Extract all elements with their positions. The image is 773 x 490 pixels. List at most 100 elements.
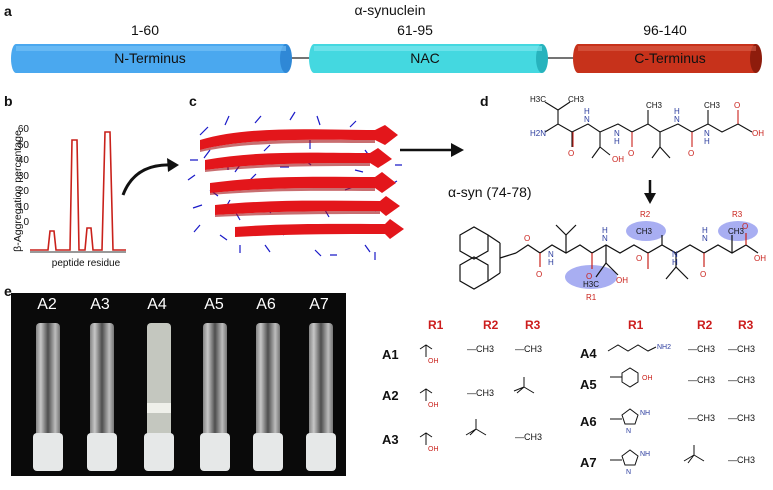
row-label-a4: A4 (580, 346, 597, 361)
ch3-label: —CH3 (728, 344, 755, 354)
svg-text:CH3: CH3 (646, 101, 663, 110)
n-label: N (626, 469, 631, 476)
svg-text:CH3: CH3 (728, 227, 745, 236)
ch3-label: —CH3 (467, 344, 494, 354)
svg-text:H: H (602, 226, 608, 235)
left-r-groups: OH OH OH —CH3 —CH3 —CH3 —CH3 (419, 344, 542, 453)
c-terminus-segment (573, 44, 762, 73)
ch3-label: —CH3 (688, 344, 715, 354)
ytick: 0 (23, 217, 29, 228)
svg-text:H3C: H3C (583, 280, 599, 289)
r1-highlight (565, 265, 617, 289)
right-arrow-icon (400, 143, 464, 157)
svg-text:H: H (614, 137, 620, 146)
ch3-label: —CH3 (688, 413, 715, 423)
ytick: 50 (17, 139, 29, 151)
svg-text:O: O (688, 149, 694, 158)
beta-sheet-structure (187, 111, 404, 260)
svg-text:OH: OH (754, 254, 766, 263)
peptide-label: α-syn (74-78) (448, 184, 532, 200)
down-arrow-icon (644, 180, 656, 204)
segment-name-c: C-Terminus (634, 50, 706, 66)
n-label: N (626, 428, 631, 435)
svg-text:O: O (628, 149, 634, 158)
ytick: 20 (17, 186, 29, 197)
oh-label: OH (428, 446, 439, 453)
svg-text:O: O (568, 149, 574, 158)
segment-range-n: 1-60 (130, 22, 160, 38)
table-header-r2-left: R2 (483, 318, 499, 332)
curved-arrow-icon (121, 158, 179, 196)
table-header-r2-right: R2 (697, 318, 713, 332)
oh-label: OH (642, 375, 653, 382)
svg-text:N: N (672, 250, 678, 259)
svg-text:OH: OH (752, 129, 764, 138)
svg-text:O: O (636, 254, 642, 263)
nh-label: NH (640, 410, 650, 417)
ch3-label: —CH3 (467, 388, 494, 398)
ytick: 30 (17, 170, 29, 182)
row-label-a6: A6 (580, 414, 597, 429)
row-label-a1: A1 (382, 347, 399, 362)
protein-title: α-synuclein (354, 2, 426, 18)
svg-text:CH3: CH3 (636, 227, 653, 236)
panel-label-e: e (4, 283, 12, 299)
ytick: 60 (17, 124, 29, 135)
fmoc-peptide-structure: O O NH O H3C OH NH O CH3 NH O NH CH3 O O… (459, 210, 766, 302)
segment-name-n: N-Terminus (114, 50, 186, 66)
ch3-label: —CH3 (515, 432, 542, 442)
table-header-r1-right: R1 (628, 318, 644, 332)
r2-highlight (626, 221, 666, 241)
svg-text:OH: OH (616, 276, 628, 285)
r1-label: R1 (586, 293, 597, 302)
panel-label-b: b (4, 93, 13, 109)
svg-text:N: N (614, 129, 620, 138)
nh2-label: NH2 (657, 344, 671, 351)
svg-text:H: H (584, 107, 590, 116)
svg-text:OH: OH (612, 155, 624, 164)
svg-text:O: O (536, 270, 542, 279)
table-header-r3-left: R3 (525, 318, 541, 332)
vial-label-a7: A7 (309, 296, 329, 313)
vial-label-a5: A5 (204, 296, 224, 313)
aggregation-plot (30, 131, 126, 253)
vial-label-a4: A4 (147, 296, 167, 313)
row-label-a7: A7 (580, 455, 597, 470)
svg-text:N: N (704, 129, 710, 138)
svg-text:N: N (548, 250, 554, 259)
vials-drawing (33, 323, 336, 471)
r3-label: R3 (732, 210, 743, 219)
ch3-label: —CH3 (728, 455, 755, 465)
r3-highlight (718, 221, 758, 241)
right-r-groups: NH2 OH NH N NH N —CH3 —CH3 —CH3 —CH3 —CH… (607, 344, 755, 476)
b-yticks: 60 50 40 30 20 10 0 (15, 122, 29, 231)
svg-text:H: H (704, 137, 710, 146)
r2-label: R2 (640, 210, 651, 219)
oh-label: OH (428, 402, 439, 409)
svg-text:O: O (524, 234, 530, 243)
row-label-a2: A2 (382, 388, 399, 403)
svg-text:N: N (702, 234, 708, 243)
svg-text:H: H (702, 226, 708, 235)
ytick: 40 (17, 155, 29, 166)
svg-text:O: O (586, 272, 592, 281)
vials-photo: A2 A3 A4 A5 A6 A7 (11, 293, 346, 476)
table-header-r3-right: R3 (738, 318, 754, 332)
row-label-a5: A5 (580, 377, 597, 392)
oh-label: OH (428, 358, 439, 365)
ch3-label: —CH3 (728, 413, 755, 423)
b-xlabel: peptide residue (51, 258, 121, 269)
svg-text:CH3: CH3 (568, 95, 585, 104)
svg-text:H2N: H2N (530, 129, 546, 138)
svg-text:O: O (734, 101, 740, 110)
table-header-r1-left: R1 (428, 318, 444, 332)
vial-label-a2: A2 (37, 296, 57, 313)
svg-text:O: O (700, 270, 706, 279)
ch3-label: —CH3 (728, 375, 755, 385)
svg-text:H3C: H3C (530, 95, 546, 104)
panel-label-c: c (189, 93, 197, 109)
panel-label-d: d (480, 93, 489, 109)
svg-text:CH3: CH3 (704, 101, 721, 110)
svg-text:O: O (742, 222, 748, 231)
